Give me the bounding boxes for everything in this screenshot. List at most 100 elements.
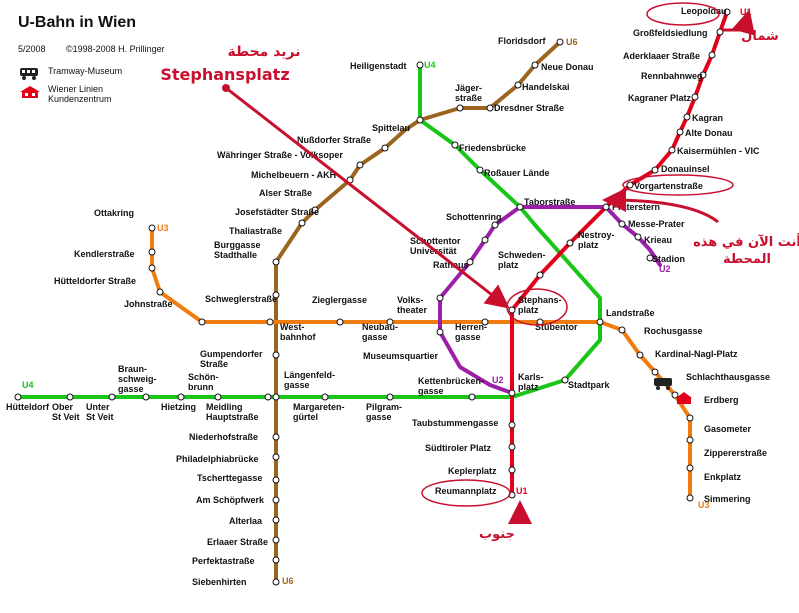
station-dot-herren-gasse[interactable] bbox=[481, 318, 489, 326]
station-dot-heiligenstadt[interactable] bbox=[416, 61, 424, 69]
station-dot-taborstraße[interactable] bbox=[516, 203, 524, 211]
station-dot-karls-platz[interactable] bbox=[508, 389, 516, 397]
station-dot-rennbahnweg[interactable] bbox=[699, 71, 707, 79]
station-dot-museumsquartier[interactable] bbox=[436, 328, 444, 336]
map-date: 5/2008 bbox=[18, 44, 46, 54]
station-dot-schweden-platz[interactable] bbox=[536, 271, 544, 279]
station-dot-längenfeld-gasse[interactable] bbox=[272, 393, 280, 401]
station-dot-schlachthausgasse[interactable] bbox=[651, 368, 659, 376]
station-dot-philadelphiabrücke[interactable] bbox=[272, 453, 280, 461]
station-label-neubau-gasse: Neubau-gasse bbox=[362, 322, 398, 342]
station-dot-thaliastraße[interactable] bbox=[272, 258, 280, 266]
station-label-taubstummengasse: Taubstummengasse bbox=[412, 418, 498, 428]
station-dot-zieglergasse[interactable] bbox=[336, 318, 344, 326]
station-dot-tscherttegasse[interactable] bbox=[272, 476, 280, 484]
station-dot-stadtpark[interactable] bbox=[561, 376, 569, 384]
station-dot-keplerplatz[interactable] bbox=[508, 466, 516, 474]
station-dot-zippererstraße[interactable] bbox=[686, 436, 694, 444]
station-dot-siebenhirten[interactable] bbox=[272, 578, 280, 586]
station-label-braun-schweig-gasse: Braun-schweig-gasse bbox=[118, 364, 157, 394]
station-dot-taubstummengasse[interactable] bbox=[508, 421, 516, 429]
station-dot-friedensbrücke[interactable] bbox=[451, 141, 459, 149]
station-dot-gasometer[interactable] bbox=[686, 414, 694, 422]
station-dot-alterlaa[interactable] bbox=[272, 516, 280, 524]
station-dot-neue-donau[interactable] bbox=[531, 61, 539, 69]
station-label-messe-prater: Messe-Prater bbox=[628, 219, 685, 229]
station-dot-handelskai[interactable] bbox=[514, 81, 522, 89]
station-dot-leopoldau[interactable] bbox=[723, 8, 731, 16]
station-dot-schön-brunn[interactable] bbox=[214, 393, 222, 401]
station-dot-landstraße[interactable] bbox=[596, 318, 604, 326]
station-label-großfeldsiedlung: Großfeldsiedlung bbox=[633, 28, 708, 38]
station-dot-aderklaaer-straße[interactable] bbox=[708, 51, 716, 59]
highlight-vorgartenstrasse bbox=[622, 174, 734, 196]
station-dot-rathaus[interactable] bbox=[466, 258, 474, 266]
station-dot-großfeldsiedlung[interactable] bbox=[716, 28, 724, 36]
station-dot-meidling-hauptstraße[interactable] bbox=[264, 393, 272, 401]
station-dot-johnstraße[interactable] bbox=[156, 288, 164, 296]
highlight-leopoldau bbox=[646, 2, 720, 26]
station-dot-pilgram-gasse[interactable] bbox=[386, 393, 394, 401]
station-dot-nußdorfer-straße[interactable] bbox=[381, 144, 389, 152]
station-dot-ober-st-veit[interactable] bbox=[66, 393, 74, 401]
station-dot-am-schöpfwerk[interactable] bbox=[272, 496, 280, 504]
station-dot-südtiroler-platz[interactable] bbox=[508, 443, 516, 451]
station-dot-erdberg[interactable] bbox=[671, 391, 679, 399]
station-label-landstraße: Landstraße bbox=[606, 308, 655, 318]
station-dot-währinger-straße-volksoper[interactable] bbox=[356, 161, 364, 169]
station-dot-roßauer-lände[interactable] bbox=[476, 166, 484, 174]
station-dot-erlaaer-straße[interactable] bbox=[272, 536, 280, 544]
station-dot-rochusgasse[interactable] bbox=[618, 326, 626, 334]
station-label-keplerplatz: Keplerplatz bbox=[448, 466, 497, 476]
station-dot-donauinsel[interactable] bbox=[651, 166, 659, 174]
station-dot-hietzing[interactable] bbox=[177, 393, 185, 401]
station-dot-nestroy-platz[interactable] bbox=[566, 239, 574, 247]
station-dot-jäger-straße[interactable] bbox=[456, 104, 464, 112]
station-dot-burggasse-stadthalle[interactable] bbox=[272, 291, 280, 299]
station-dot-braun-schweig-gasse[interactable] bbox=[142, 393, 150, 401]
station-dot-josefstädter-straße[interactable] bbox=[298, 219, 306, 227]
station-dot-west-bahnhof[interactable] bbox=[266, 318, 274, 326]
station-label-schweden-platz: Schweden-platz bbox=[498, 250, 546, 270]
station-dot-alser-straße[interactable] bbox=[311, 206, 319, 214]
station-label-handelskai: Handelskai bbox=[522, 82, 570, 92]
station-dot-stephans-platz[interactable] bbox=[508, 306, 516, 314]
station-dot-kagraner-platz[interactable] bbox=[691, 93, 699, 101]
arrow-current-station bbox=[602, 188, 719, 224]
station-dot-hütteldorfer-straße[interactable] bbox=[148, 264, 156, 272]
station-dot-alte-donau[interactable] bbox=[676, 128, 684, 136]
station-dot-stadion[interactable] bbox=[646, 254, 654, 262]
station-dot-margareten-gürtel[interactable] bbox=[321, 393, 329, 401]
station-label-west-bahnhof: West-bahnhof bbox=[280, 322, 316, 342]
station-dot-volks-theater[interactable] bbox=[436, 294, 444, 302]
station-dot-praterstern[interactable] bbox=[602, 203, 610, 211]
station-dot-enkplatz[interactable] bbox=[686, 464, 694, 472]
station-dot-schottentor-universität[interactable] bbox=[481, 236, 489, 244]
station-dot-schottenring[interactable] bbox=[491, 221, 499, 229]
station-dot-gumpendorfer-straße[interactable] bbox=[272, 351, 280, 359]
station-dot-kettenbrücken-gasse[interactable] bbox=[468, 393, 476, 401]
station-dot-perfektastraße[interactable] bbox=[272, 556, 280, 564]
station-dot-ottakring[interactable] bbox=[148, 224, 156, 232]
station-dot-kardinal-nagl-platz[interactable] bbox=[636, 351, 644, 359]
station-dot-spittelau[interactable] bbox=[416, 116, 424, 124]
station-dot-kagran[interactable] bbox=[683, 113, 691, 121]
station-dot-unter-st-veit[interactable] bbox=[108, 393, 116, 401]
station-dot-krieau[interactable] bbox=[634, 233, 642, 241]
station-dot-dresdner-straße[interactable] bbox=[486, 104, 494, 112]
station-dot-floridsdorf[interactable] bbox=[556, 38, 564, 46]
station-label-johnstraße: Johnstraße bbox=[124, 299, 173, 309]
station-dot-hütteldorf[interactable] bbox=[14, 393, 22, 401]
station-dot-niederhofstraße[interactable] bbox=[272, 433, 280, 441]
station-label-reumannplatz: Reumannplatz bbox=[435, 486, 497, 496]
station-dot-schweglerstraße[interactable] bbox=[198, 318, 206, 326]
station-dot-vorgartenstraße[interactable] bbox=[626, 181, 634, 189]
station-dot-kendlerstraße[interactable] bbox=[148, 248, 156, 256]
station-dot-messe-prater[interactable] bbox=[618, 220, 626, 228]
station-label-josefstädter-straße: Josefstädter Straße bbox=[235, 207, 319, 217]
station-dot-simmering[interactable] bbox=[686, 494, 694, 502]
station-dot-kaisermühlen-vic[interactable] bbox=[668, 146, 676, 154]
station-dot-neubau-gasse[interactable] bbox=[386, 318, 394, 326]
station-label-leopoldau: Leopoldau bbox=[681, 6, 727, 16]
